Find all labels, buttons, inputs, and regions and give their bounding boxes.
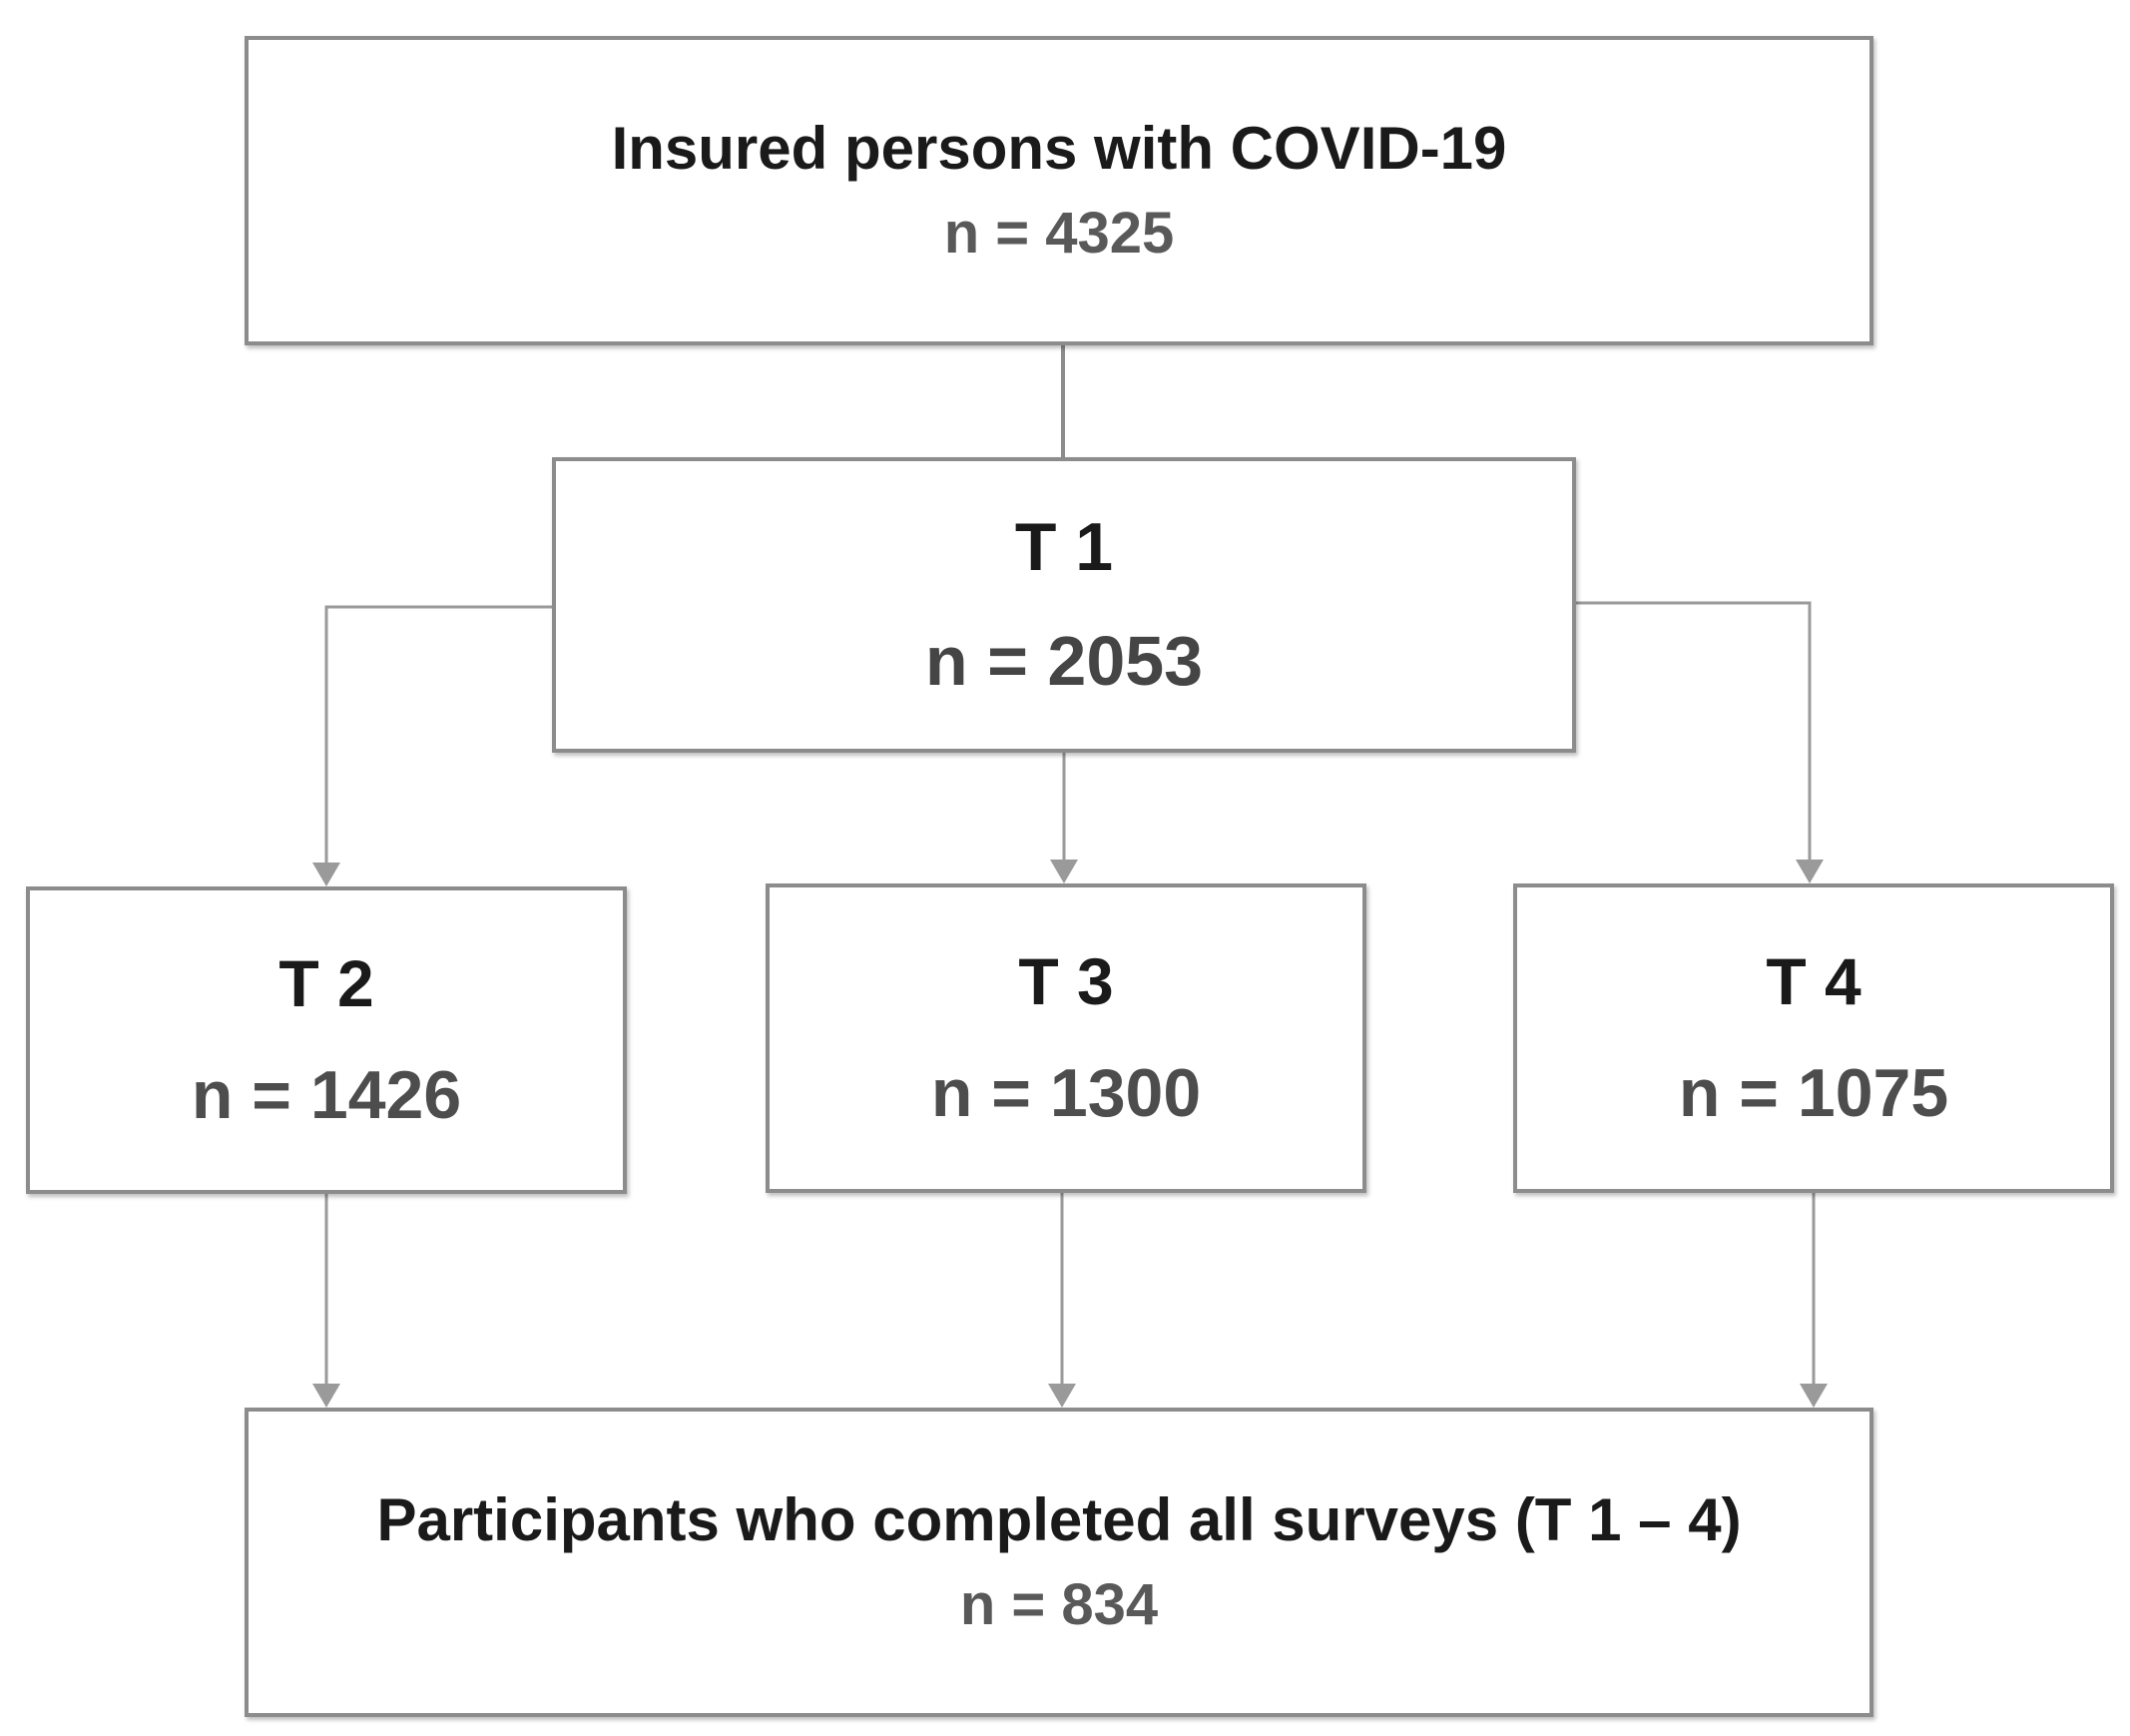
node-t1-title: T 1 <box>1014 509 1114 586</box>
node-t3-title: T 3 <box>1018 944 1114 1019</box>
node-t4-count: n = 1075 <box>1678 1054 1949 1131</box>
edge-t1-to-t3-arrowhead <box>1050 860 1078 883</box>
edge-t4-to-complete-arrowhead <box>1800 1384 1828 1408</box>
node-t3: T 3 n = 1300 <box>766 883 1366 1193</box>
edge-t2-to-complete-arrowhead <box>312 1384 340 1408</box>
node-t4-title: T 4 <box>1766 944 1862 1019</box>
node-completed-all-surveys: Participants who completed all surveys (… <box>245 1408 1873 1717</box>
node-t3-count: n = 1300 <box>930 1054 1202 1131</box>
node-t1-count: n = 2053 <box>924 621 1204 700</box>
node-t4: T 4 n = 1075 <box>1513 883 2114 1193</box>
node-t2: T 2 n = 1426 <box>26 886 627 1194</box>
edge-t1-to-t2 <box>324 605 552 870</box>
edge-t1-to-t4-arrowhead <box>1796 860 1824 883</box>
edge-t1-to-t2-arrowhead <box>312 863 340 886</box>
node-insured-persons: Insured persons with COVID-19 n = 4325 <box>245 36 1873 345</box>
edge-t3-to-complete-arrowhead <box>1048 1384 1076 1408</box>
edge-t1-to-t4 <box>1576 601 1812 867</box>
node-insured-count: n = 4325 <box>943 201 1175 267</box>
node-t1: T 1 n = 2053 <box>552 457 1576 753</box>
node-insured-title: Insured persons with COVID-19 <box>611 115 1507 183</box>
node-complete-title: Participants who completed all surveys (… <box>376 1486 1742 1554</box>
node-t2-count: n = 1426 <box>191 1056 462 1133</box>
node-complete-count: n = 834 <box>959 1572 1159 1638</box>
node-t2-title: T 2 <box>278 946 374 1021</box>
